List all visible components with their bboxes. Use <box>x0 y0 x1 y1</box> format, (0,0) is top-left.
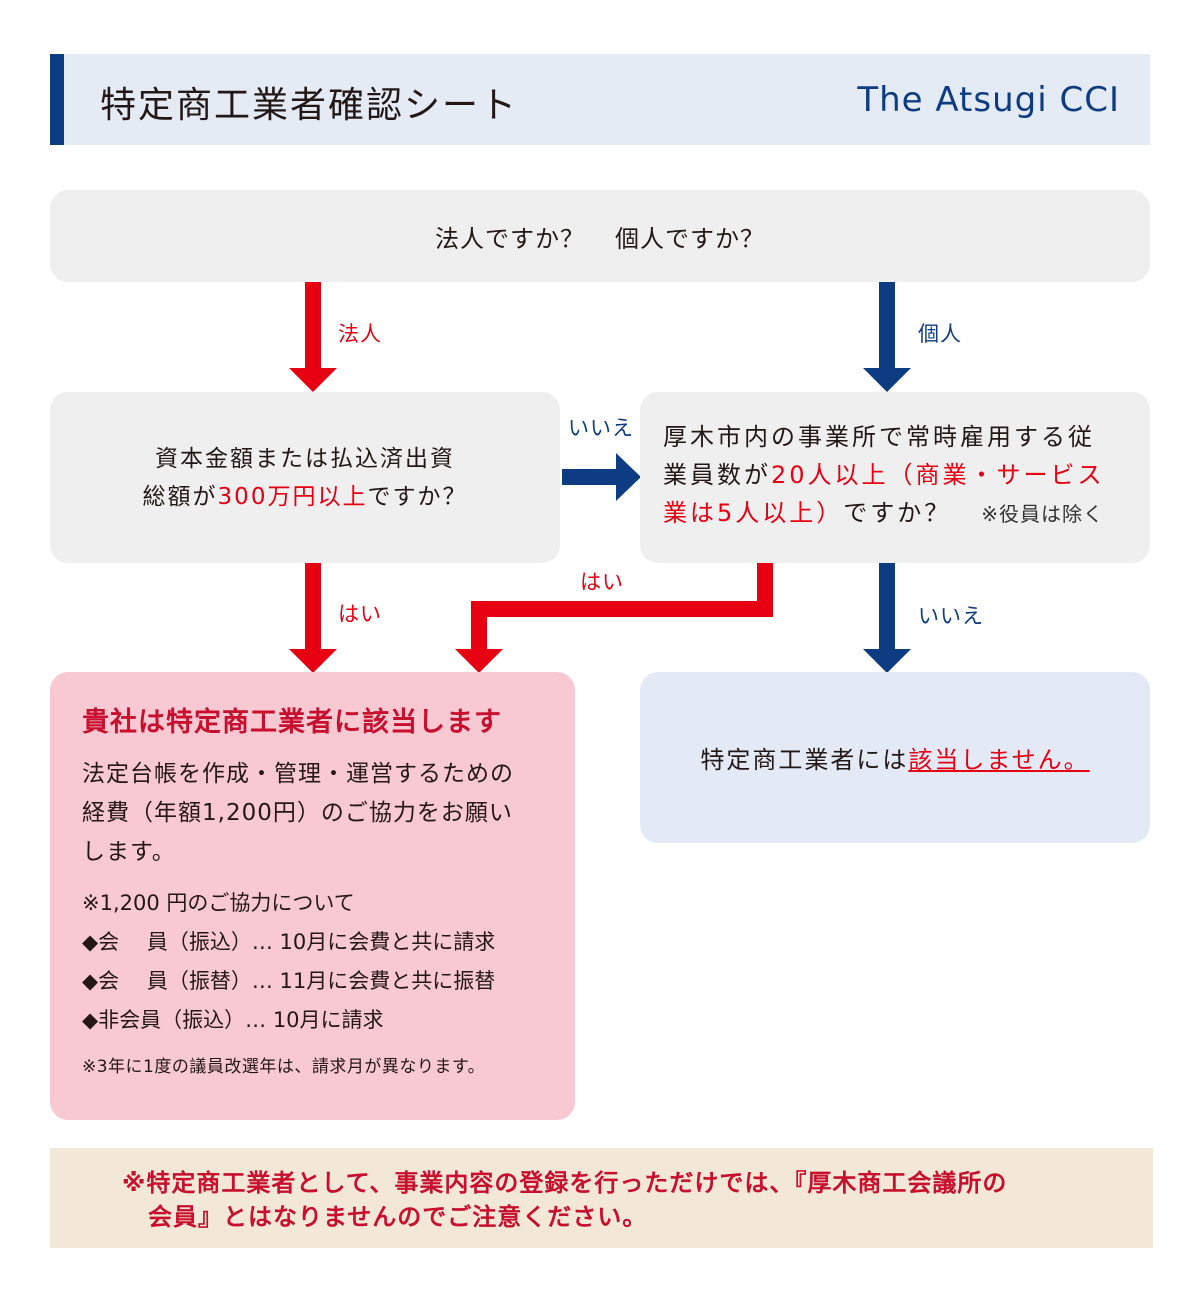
question-entity-type: 法人ですか？ 個人ですか？ <box>50 190 1150 282</box>
q3-highlight: 業は5人以上） <box>663 499 844 527</box>
header-accent-bar <box>50 54 64 145</box>
q2-line2: 総額が300万円以上ですか？ <box>143 478 468 516</box>
label-corporate: 法人 <box>338 322 382 346</box>
arrow-no-down <box>863 563 911 673</box>
label-no-1: いいえ <box>568 416 634 440</box>
fee-item: ◆会 員（振替）… 11月に会費と共に振替 <box>82 969 496 993</box>
q3-line1: 厚木市内の事業所で常時雇用する従 <box>663 423 1095 451</box>
fee-item: ◆非会員（振込）… 10月に請求 <box>82 1008 384 1032</box>
fee-details: ※1,200 円のご協力について ◆会 員（振込）… 10月に会費と共に請求 ◆… <box>82 884 555 1040</box>
q3-note: ※役員は除く <box>981 502 1105 526</box>
result-no-highlight: 該当しません。 <box>908 746 1090 774</box>
q2-highlight: 300万円以上 <box>217 483 368 510</box>
q3-line3: 業は5人以上）ですか？ ※役員は除く <box>663 494 1130 533</box>
body-line: します。 <box>82 839 176 865</box>
question-individual: 個人ですか？ <box>615 224 765 253</box>
label-individual: 個人 <box>918 322 962 346</box>
body-line: 経費（年額1,200円）のご協力をお願い <box>82 800 513 826</box>
label-no-2: いいえ <box>918 604 984 628</box>
result-applicable: 貴社は特定商工業者に該当します 法定台帳を作成・管理・運営するための 経費（年額… <box>50 672 575 1120</box>
fee-title: ※1,200 円のご協力について <box>82 891 355 915</box>
arrow-yes-bent <box>455 563 773 673</box>
question-capital: 資本金額または払込済出資 総額が300万円以上ですか？ <box>50 392 560 563</box>
q2-text: 総額が <box>142 483 218 510</box>
arrow-corporate <box>289 282 337 392</box>
label-yes-1: はい <box>338 602 382 626</box>
page-title: 特定商工業者確認シート <box>100 85 519 126</box>
footer-line1: ※特定商工業者として、事業内容の登録を行っただけでは、『厚木商工会議所の <box>122 1169 1008 1197</box>
brand-name: The Atsugi CCI <box>857 80 1120 120</box>
arrow-individual <box>863 282 911 392</box>
arrow-yes-left <box>289 563 337 673</box>
q2-text: ですか？ <box>367 483 468 510</box>
fee-note: ※3年に1度の議員改選年は、請求月が異なります。 <box>82 1057 486 1077</box>
arrow-no-right <box>562 453 641 501</box>
header: 特定商工業者確認シート The Atsugi CCI <box>50 54 1150 145</box>
footer-line2: 会員』とはなりませんのでご注意ください。 <box>148 1203 648 1231</box>
question-employees: 厚木市内の事業所で常時雇用する従 業員数が20人以上（商業・サービス 業は5人以… <box>640 392 1150 563</box>
q3-line2: 業員数が20人以上（商業・サービス <box>663 456 1130 494</box>
fee-item: ◆会 員（振込）… 10月に会費と共に請求 <box>82 930 496 954</box>
q2-line1: 資本金額または払込済出資 <box>155 445 455 472</box>
question-corporate: 法人ですか？ <box>435 224 585 253</box>
result-not-applicable: 特定商工業者には該当しません。 <box>640 672 1150 843</box>
result-heading: 貴社は特定商工業者に該当します <box>82 707 502 738</box>
q3-highlight: 20人以上（商業・サービス <box>771 461 1105 489</box>
body-line: 法定台帳を作成・管理・運営するための <box>82 761 514 787</box>
label-yes-2: はい <box>580 570 624 594</box>
result-no-text: 特定商工業者には <box>700 746 909 774</box>
result-body: 法定台帳を作成・管理・運営するための 経費（年額1,200円）のご協力をお願い … <box>82 755 555 872</box>
footer-notice: ※特定商工業者として、事業内容の登録を行っただけでは、『厚木商工会議所の 会員』… <box>50 1148 1153 1248</box>
q3-text: 業員数が <box>663 461 771 489</box>
q3-text: ですか？ <box>843 499 952 527</box>
